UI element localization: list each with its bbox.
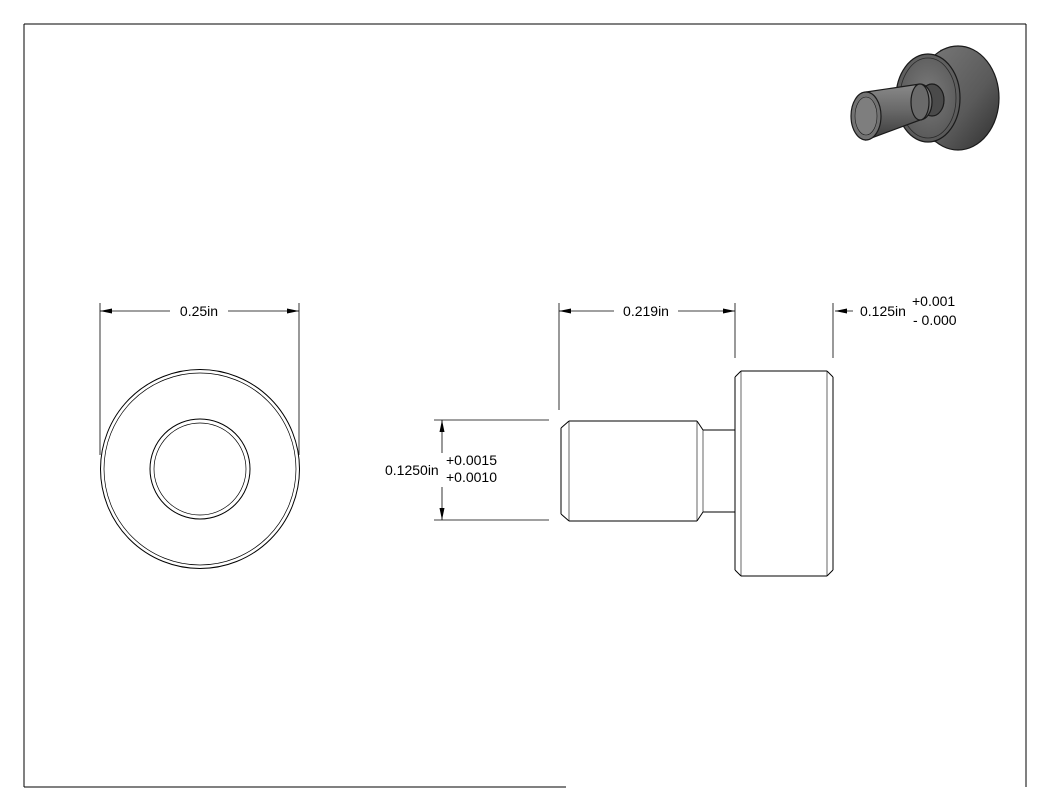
shank-length-label: 0.219in xyxy=(623,303,669,319)
dimension-head-length: 0.125in +0.001 - 0.000 xyxy=(832,293,957,358)
front-view xyxy=(100,369,300,569)
isometric-render xyxy=(850,45,1000,151)
shank-profile xyxy=(560,420,735,522)
outer-chamfer-circle xyxy=(103,372,297,566)
head-length-tol-plus: +0.001 xyxy=(912,293,955,309)
shank-diameter-label: 0.1250in xyxy=(385,462,439,478)
dimension-front-diameter: 0.25in xyxy=(99,303,300,455)
front-diameter-label: 0.25in xyxy=(180,303,218,319)
shank-diameter-tol-lower: +0.0010 xyxy=(446,469,497,485)
head-length-label: 0.125in xyxy=(860,303,906,319)
head-profile xyxy=(734,370,834,577)
shank-chamfer-circle xyxy=(149,418,251,520)
outer-diameter-circle xyxy=(100,369,300,569)
shank-circle xyxy=(153,422,247,516)
dimension-shank-diameter: 0.1250in +0.0015 +0.0010 xyxy=(385,419,549,521)
side-view xyxy=(560,370,834,577)
head-length-tol-minus: - 0.000 xyxy=(913,312,957,328)
dimension-shank-length: 0.219in xyxy=(558,303,736,410)
shank-diameter-tol-upper: +0.0015 xyxy=(446,452,497,468)
drawing-border xyxy=(23,23,1027,788)
